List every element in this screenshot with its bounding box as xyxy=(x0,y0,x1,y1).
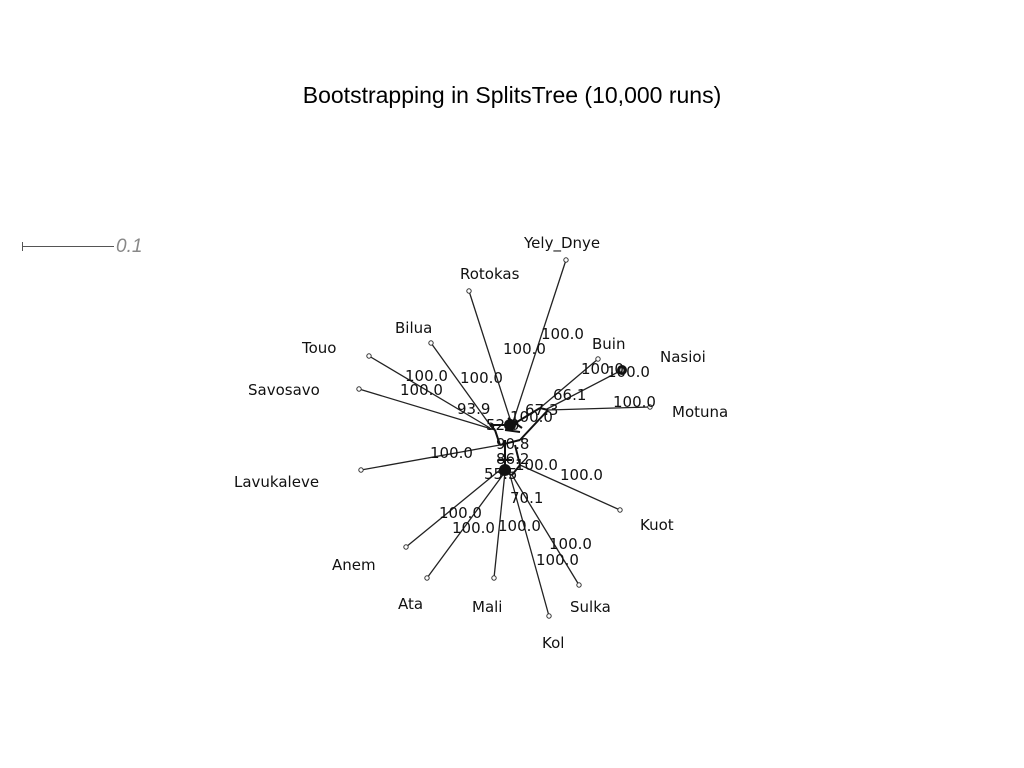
taxon-label-anem: Anem xyxy=(332,556,376,574)
network-edges xyxy=(358,259,651,617)
support-label: 52.0 xyxy=(486,416,519,434)
leaf-nodes xyxy=(356,257,653,619)
taxon-label-rotokas: Rotokas xyxy=(460,265,520,283)
support-label: 100.0 xyxy=(549,535,592,553)
edge-anem xyxy=(405,469,501,548)
support-label: 90.8 xyxy=(496,435,529,453)
support-label: 67.3 xyxy=(525,401,558,419)
support-label: 100.0 xyxy=(536,551,579,569)
taxon-label-yely-dnye: Yely_Dnye xyxy=(523,234,600,253)
support-label: 55.5 xyxy=(484,465,517,483)
core-edge xyxy=(511,407,541,426)
core-edge xyxy=(514,444,521,466)
support-label: 100.0 xyxy=(430,444,473,462)
leaf-node-buin xyxy=(595,356,601,362)
edge-savosavo xyxy=(358,388,496,431)
support-label: 100.0 xyxy=(439,504,482,522)
taxon-label-kuot: Kuot xyxy=(640,516,674,534)
support-label: 100.0 xyxy=(515,456,558,474)
edge-sulka xyxy=(511,474,580,586)
taxon-label-touo: Touo xyxy=(301,339,336,357)
support-label: 100.0 xyxy=(452,519,495,537)
taxon-label-buin: Buin xyxy=(592,335,625,353)
leaf-node-savosavo xyxy=(356,386,362,392)
core-edge xyxy=(499,439,521,446)
taxon-label-savosavo: Savosavo xyxy=(248,381,320,399)
taxon-label-nasioi: Nasioi xyxy=(660,348,706,366)
support-label: 100.0 xyxy=(613,393,656,411)
core-edge xyxy=(494,429,501,446)
support-label: 100.0 xyxy=(405,367,448,385)
scale-bar: 0.1 xyxy=(20,234,150,262)
leaf-node-bilua xyxy=(428,340,434,346)
support-label: 100.0 xyxy=(498,517,541,535)
edge-motuna xyxy=(547,406,651,411)
core-node xyxy=(499,464,511,476)
edge-touo xyxy=(368,355,491,429)
leaf-node-lavukaleve xyxy=(358,467,364,473)
leaf-node-kol xyxy=(546,613,552,619)
leaf-node-rotokas xyxy=(466,288,472,294)
leaf-node-mali xyxy=(491,575,497,581)
support-label: 70.1 xyxy=(510,489,543,507)
support-label: 86.2 xyxy=(496,450,529,468)
core-edge xyxy=(489,424,496,431)
leaf-node-sulka xyxy=(576,582,582,588)
leaf-node-nasioi xyxy=(619,367,625,373)
support-label: 66.1 xyxy=(553,386,586,404)
taxon-label-bilua: Bilua xyxy=(395,319,432,337)
leaf-node-yely-dnye xyxy=(563,257,569,263)
support-label: 100.0 xyxy=(541,325,584,343)
support-label: 100.0 xyxy=(460,369,503,387)
leaf-node-ata xyxy=(424,575,430,581)
edge-buin xyxy=(539,358,599,409)
support-label: 100.0 xyxy=(510,408,553,426)
core-edge xyxy=(519,409,549,441)
taxon-label-motuna: Motuna xyxy=(672,403,728,421)
core-node xyxy=(504,419,516,431)
support-label: 100.0 xyxy=(607,363,650,381)
edge-lavukaleve xyxy=(360,444,501,471)
edge-ata xyxy=(426,471,506,579)
taxon-label-ata: Ata xyxy=(398,595,423,613)
leaf-node-motuna xyxy=(647,404,653,410)
support-label: 100.0 xyxy=(560,466,603,484)
core-edge xyxy=(511,464,521,476)
support-label: 100.0 xyxy=(400,381,443,399)
edge-bilua xyxy=(430,342,491,426)
edge-rotokas xyxy=(468,290,513,426)
edge-nasioi xyxy=(544,369,623,411)
leaf-node-touo xyxy=(366,353,372,359)
taxon-label-kol: Kol xyxy=(542,634,564,652)
scale-bar-line xyxy=(22,246,114,247)
taxon-label-sulka: Sulka xyxy=(570,598,611,616)
taxon-label-lavukaleve: Lavukaleve xyxy=(234,473,319,491)
scale-bar-label: 0.1 xyxy=(116,236,143,257)
support-label: 93.9 xyxy=(457,400,490,418)
leaf-node-kuot xyxy=(617,507,623,513)
support-label: 100.0 xyxy=(503,340,546,358)
edge-yely-dnye xyxy=(511,259,567,426)
edge-kol xyxy=(509,474,550,617)
leaf-node-anem xyxy=(403,544,409,550)
core-edge xyxy=(539,407,549,411)
taxon-label-mali: Mali xyxy=(472,598,502,616)
support-label: 100.0 xyxy=(581,360,624,378)
slide-title: Bootstrapping in SplitsTree (10,000 runs… xyxy=(302,82,722,108)
edge-kuot xyxy=(519,464,621,511)
edge-mali xyxy=(493,471,506,579)
